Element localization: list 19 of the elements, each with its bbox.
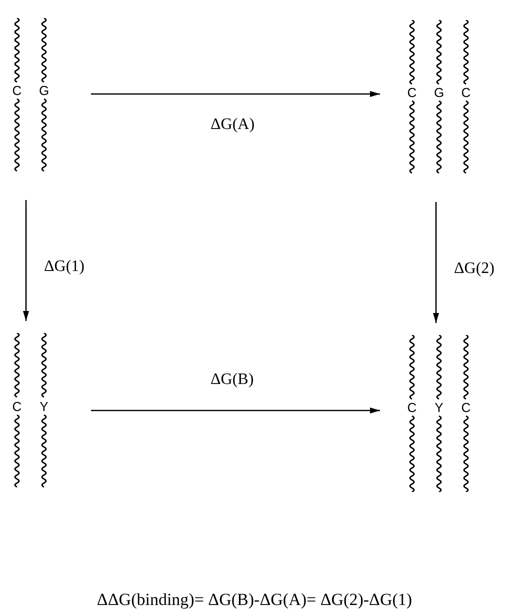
base-letter: Y xyxy=(38,400,50,414)
edge-label: ΔG(1) xyxy=(44,258,84,276)
arrow xyxy=(91,408,380,414)
arrow xyxy=(23,200,29,321)
base-letter: C xyxy=(460,401,472,415)
caption: ΔΔG(binding)= ΔG(B)-ΔG(A)= ΔG(2)-ΔG(1) xyxy=(96,590,414,610)
edge-label: ΔG(B) xyxy=(210,370,254,388)
base-letter: C xyxy=(11,84,23,98)
edge-label: ΔG(A) xyxy=(210,116,255,134)
arrow xyxy=(91,91,380,97)
base-letter: C xyxy=(406,86,418,100)
base-letter: C xyxy=(406,401,418,415)
base-letter: Y xyxy=(434,401,444,415)
base-letter: C xyxy=(11,400,23,414)
base-letter: C xyxy=(460,86,472,100)
arrow xyxy=(433,202,439,323)
base-letter: G xyxy=(432,86,446,100)
edge-label: ΔG(2) xyxy=(454,260,494,278)
base-letter: G xyxy=(38,84,50,98)
